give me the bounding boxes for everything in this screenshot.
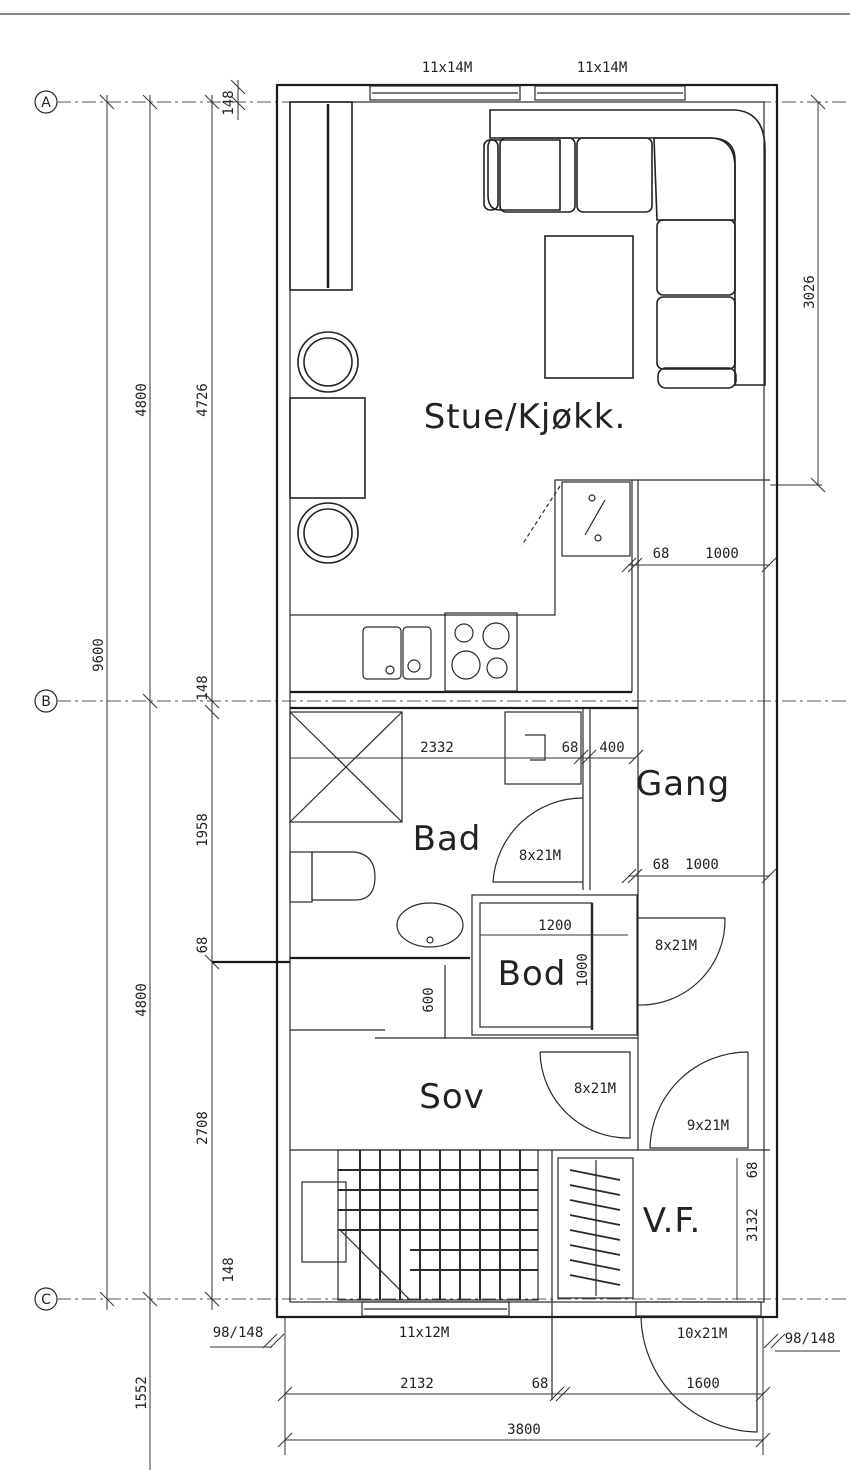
right-dimension-line bbox=[770, 94, 826, 493]
toilet bbox=[289, 851, 376, 903]
grid-axis-c: C bbox=[34, 1287, 850, 1311]
dim-kitchen-wall: 68 bbox=[653, 546, 670, 562]
kitchen-counter bbox=[290, 479, 633, 694]
window-top-left-label: 11x14M bbox=[422, 60, 473, 76]
dim-left-upper: 4800 bbox=[134, 383, 150, 417]
svg-text:A: A bbox=[41, 95, 51, 111]
dim-bath-hall: 400 bbox=[599, 740, 624, 756]
window-bottom bbox=[361, 1301, 510, 1317]
dim-left-bedroom: 2708 bbox=[195, 1111, 211, 1145]
dim-hall-line bbox=[621, 868, 777, 884]
room-label-utility: V.F. bbox=[643, 1201, 702, 1241]
dining-set bbox=[289, 331, 366, 564]
window-bottom-label: 11x12M bbox=[399, 1325, 450, 1341]
dim-utility-length: 3132 bbox=[745, 1208, 761, 1242]
room-label-storage: Bod bbox=[498, 954, 567, 994]
door-entry-label: 10x21M bbox=[677, 1326, 728, 1342]
svg-text:C: C bbox=[41, 1292, 51, 1308]
dim-bath-width: 2332 bbox=[420, 740, 454, 756]
room-label-living-kitchen: Stue/Kjøkk. bbox=[424, 397, 627, 437]
door-utility-label: 9x21M bbox=[687, 1118, 729, 1134]
entry-door-swing bbox=[635, 1301, 762, 1433]
dim-bottom-right-wall: 98/148 bbox=[785, 1331, 836, 1347]
dim-bottom-mid-wall: 68 bbox=[532, 1376, 549, 1392]
corner-sofa bbox=[483, 109, 766, 389]
dim-kitchen-hall-line bbox=[621, 557, 777, 573]
storage-door-swing bbox=[636, 917, 726, 1006]
dim-utility-wall: 68 bbox=[745, 1162, 761, 1179]
coffee-table bbox=[544, 235, 634, 379]
dim-bottom-left-wall: 98/148 bbox=[213, 1325, 264, 1341]
washing-machine bbox=[504, 711, 582, 785]
bath-door-swing bbox=[492, 797, 584, 883]
room-label-bathroom: Bad bbox=[413, 819, 482, 859]
utility-door-swing bbox=[649, 1051, 749, 1149]
outer-walls bbox=[275, 83, 779, 1319]
kitchen-sink bbox=[362, 626, 432, 680]
dim-left-bath: 1958 bbox=[195, 813, 211, 847]
dim-left-lower: 4800 bbox=[134, 983, 150, 1017]
room-label-hallway: Gang bbox=[636, 764, 730, 804]
dim-bath-line bbox=[290, 749, 644, 765]
dim-storage-depth: 1000 bbox=[575, 953, 591, 987]
dim-hall-width: 1000 bbox=[685, 857, 719, 873]
dim-left-mid-wall: 148 bbox=[195, 675, 211, 700]
wardrobe-hanging bbox=[557, 1157, 634, 1299]
wardrobe-cabinet bbox=[289, 101, 353, 291]
dim-kitchen-hall: 1000 bbox=[705, 546, 739, 562]
dim-bottom-total: 3800 bbox=[507, 1422, 541, 1438]
door-bath-label: 8x21M bbox=[519, 848, 561, 864]
bed bbox=[301, 1149, 539, 1301]
dim-left-bottom-wall: 148 bbox=[221, 1257, 237, 1282]
dim-hall-wall: 68 bbox=[653, 857, 670, 873]
door-bedroom-label: 8x21M bbox=[574, 1081, 616, 1097]
dim-left-total: 9600 bbox=[91, 638, 107, 672]
bottom-dimension-lines bbox=[262, 1318, 786, 1455]
dim-left-partition: 68 bbox=[195, 937, 211, 954]
washbasin bbox=[396, 902, 464, 948]
dim-storage-width: 1200 bbox=[538, 918, 572, 934]
dim-bath-wall: 68 bbox=[562, 740, 579, 756]
dim-bottom-right-span: 1600 bbox=[686, 1376, 720, 1392]
fridge bbox=[521, 481, 631, 557]
window-top-right-label: 11x14M bbox=[577, 60, 628, 76]
storage-walls bbox=[471, 894, 638, 1036]
dim-left-inner-upper: 4726 bbox=[195, 383, 211, 417]
dim-left-extension: 1552 bbox=[134, 1376, 150, 1410]
room-label-bedroom: Sov bbox=[419, 1077, 485, 1117]
grid-axis-b: B bbox=[34, 689, 850, 713]
left-dimension-lines bbox=[99, 79, 246, 1470]
svg-text:B: B bbox=[41, 694, 51, 710]
window-top-left bbox=[369, 85, 521, 101]
bedroom-door-swing bbox=[539, 1051, 631, 1139]
window-top-right bbox=[534, 85, 686, 101]
dim-left-top-wall: 148 bbox=[221, 90, 237, 115]
closet bbox=[290, 965, 638, 1039]
dim-right-living: 3026 bbox=[802, 275, 818, 309]
stove bbox=[444, 612, 518, 692]
dim-closet-depth: 600 bbox=[421, 987, 437, 1012]
dim-bottom-left-span: 2132 bbox=[400, 1376, 434, 1392]
shower bbox=[289, 711, 403, 823]
door-storage-label: 8x21M bbox=[655, 938, 697, 954]
bathroom-walls bbox=[290, 706, 638, 960]
